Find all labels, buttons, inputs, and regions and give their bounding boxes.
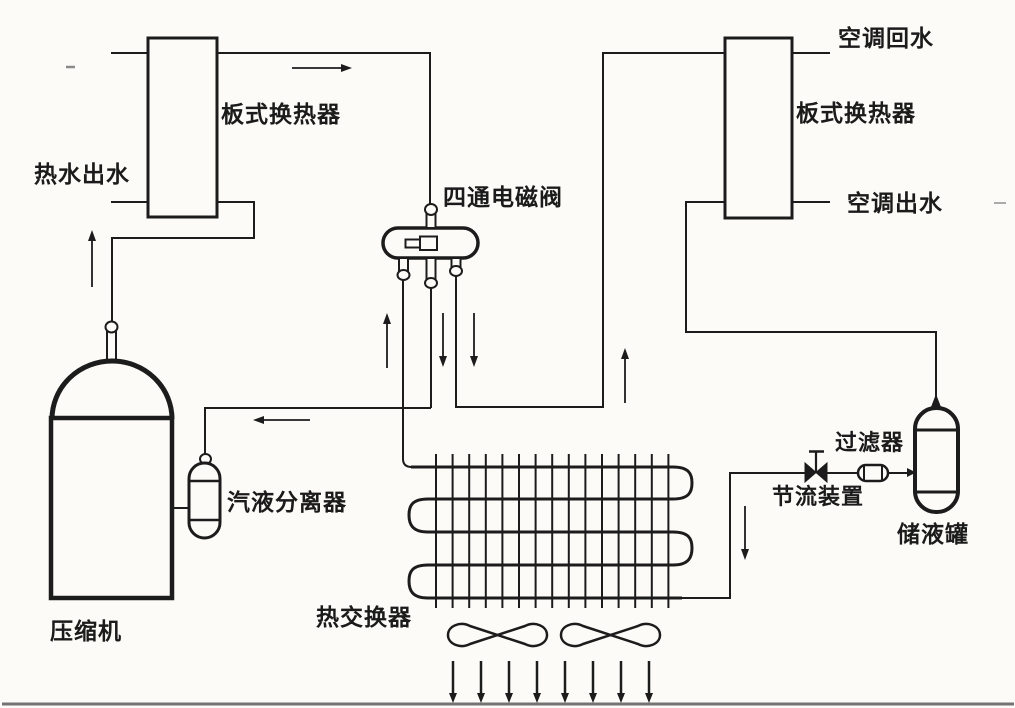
label-liquid-receiver: 储液罐 (897, 522, 969, 548)
compressor-shell (48, 415, 175, 601)
label-hot-water-outlet: 热水出水 (34, 162, 130, 188)
flow-arrow-left-to-separator (253, 416, 310, 424)
fan-icon-left (446, 622, 549, 648)
airflow-arrows (449, 661, 653, 703)
flow-arrow-right-top-left (292, 64, 352, 72)
filter-body (856, 463, 890, 483)
throttling-valve-symbol (804, 450, 828, 484)
plate-heat-exchanger-left-body (146, 36, 219, 219)
filter-symbol (856, 463, 890, 483)
coil-fins (435, 454, 670, 608)
valve-bottom-stub-middle-cap (424, 277, 438, 289)
plate-heat-exchanger-right-body (723, 36, 794, 220)
pipe-coil-to-throttle (680, 472, 805, 599)
pipe-valve-to-coil-inlet (402, 278, 413, 468)
pipe-rphe-bottom-to-receiver (685, 201, 937, 397)
airflow-arrow (617, 661, 625, 703)
compressor-dome (49, 358, 175, 420)
liquid-receiver-symbol (913, 406, 960, 514)
label-throttling-device: 节流装置 (772, 485, 865, 510)
receiver-vessel (913, 406, 960, 514)
label-four-way-solenoid-valve: 四通电磁阀 (443, 185, 563, 211)
compressor-stub-cap (104, 320, 119, 334)
compressor-stub-pipe (106, 329, 117, 362)
flow-arrow-down-coil-outlet (741, 506, 749, 560)
flow-arrow-down-valve-right-port (470, 313, 478, 367)
four-way-valve-symbol (381, 203, 480, 289)
valve-coil-plug-large (419, 235, 438, 251)
compressor-symbol (48, 320, 175, 601)
fan-icon-right (559, 622, 662, 648)
flow-arrow-down-valve-middle-port (439, 313, 447, 367)
airflow-arrow (561, 661, 569, 703)
airflow-arrow (449, 661, 457, 703)
separator-vessel (187, 461, 222, 540)
flow-arrows (88, 64, 941, 560)
flow-arrow-up-receiver-top (931, 394, 941, 407)
airflow-arrow (505, 661, 513, 703)
label-plate-heat-exchanger-right: 板式换热器 (796, 101, 916, 127)
airflow-arrow (477, 661, 485, 703)
throttle-bowtie (804, 461, 828, 484)
scan-artifacts (2, 65, 1014, 706)
flow-arrow-up-compressor-discharge (88, 230, 96, 287)
airflow-arrow (645, 661, 653, 703)
pipe-valve-to-rphe-top (455, 52, 830, 408)
gas-liquid-separator-symbol (187, 453, 222, 540)
pipe-lphe-bottom-to-compressor (111, 201, 255, 323)
label-compressor: 压缩机 (50, 619, 122, 645)
airflow-arrow (533, 661, 541, 703)
valve-bottom-stub-left-cap (396, 269, 411, 281)
valve-top-stub-cap (424, 203, 438, 216)
flow-arrow-up-to-rphe (621, 348, 629, 403)
coil-serpentine-tube (407, 465, 694, 600)
flow-arrow-into-receiver (907, 468, 916, 477)
valve-bottom-stub-right-cap (449, 265, 463, 277)
label-plate-heat-exchanger-left: 板式换热器 (221, 102, 341, 128)
label-ac-outlet-water: 空调出水 (847, 191, 943, 217)
pipe-separator-to-valve (204, 286, 432, 459)
valve-coil-plug-small (404, 238, 421, 249)
label-gas-liquid-separator: 汽液分离器 (227, 490, 347, 516)
label-heat-exchanger: 热交换器 (316, 605, 412, 631)
label-filter: 过滤器 (835, 431, 905, 456)
flow-arrow-up-valve-left-port (383, 313, 391, 368)
label-ac-return-water: 空调回水 (838, 26, 934, 52)
airflow-arrow (589, 661, 597, 703)
finned-coil-heat-exchanger (407, 454, 694, 608)
fan-blades (446, 622, 662, 648)
